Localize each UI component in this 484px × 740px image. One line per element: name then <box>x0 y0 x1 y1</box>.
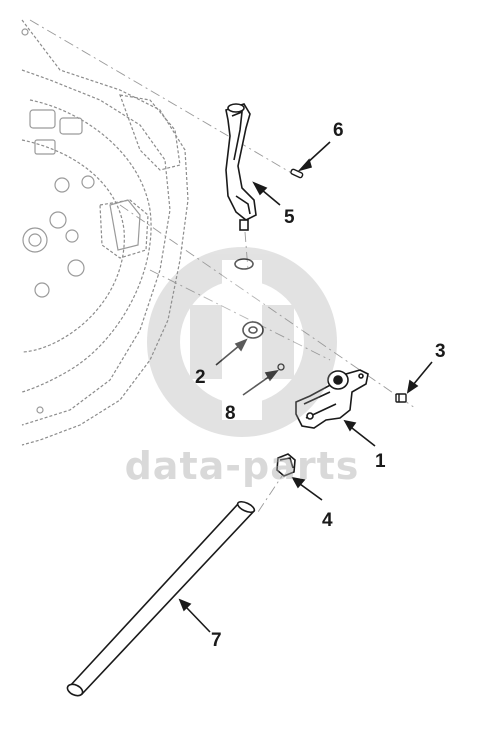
callout-5: 5 <box>284 207 295 228</box>
assembly-axis-lines <box>29 19 416 513</box>
watermark-text: data-parts <box>124 444 360 488</box>
transmission-housing <box>21 19 189 446</box>
shift-arm-part <box>225 103 257 231</box>
lever-bracket-part <box>295 369 369 429</box>
leader-arrows <box>178 141 433 633</box>
watermark-logo <box>147 247 337 437</box>
housing-details <box>21 28 141 414</box>
callout-6: 6 <box>333 120 344 141</box>
washer-part <box>242 321 264 339</box>
screw-part <box>395 393 407 403</box>
nut-part <box>276 453 296 477</box>
pin-part <box>290 168 304 179</box>
callout-1: 1 <box>375 451 386 472</box>
o-ring-part <box>234 258 254 270</box>
callout-4: 4 <box>322 510 333 531</box>
callout-3: 3 <box>435 341 446 362</box>
callout-7: 7 <box>211 630 222 651</box>
small-pin-part <box>277 363 285 371</box>
callout-8: 8 <box>225 403 236 424</box>
callout-2: 2 <box>195 367 206 388</box>
rod-part <box>66 500 256 697</box>
